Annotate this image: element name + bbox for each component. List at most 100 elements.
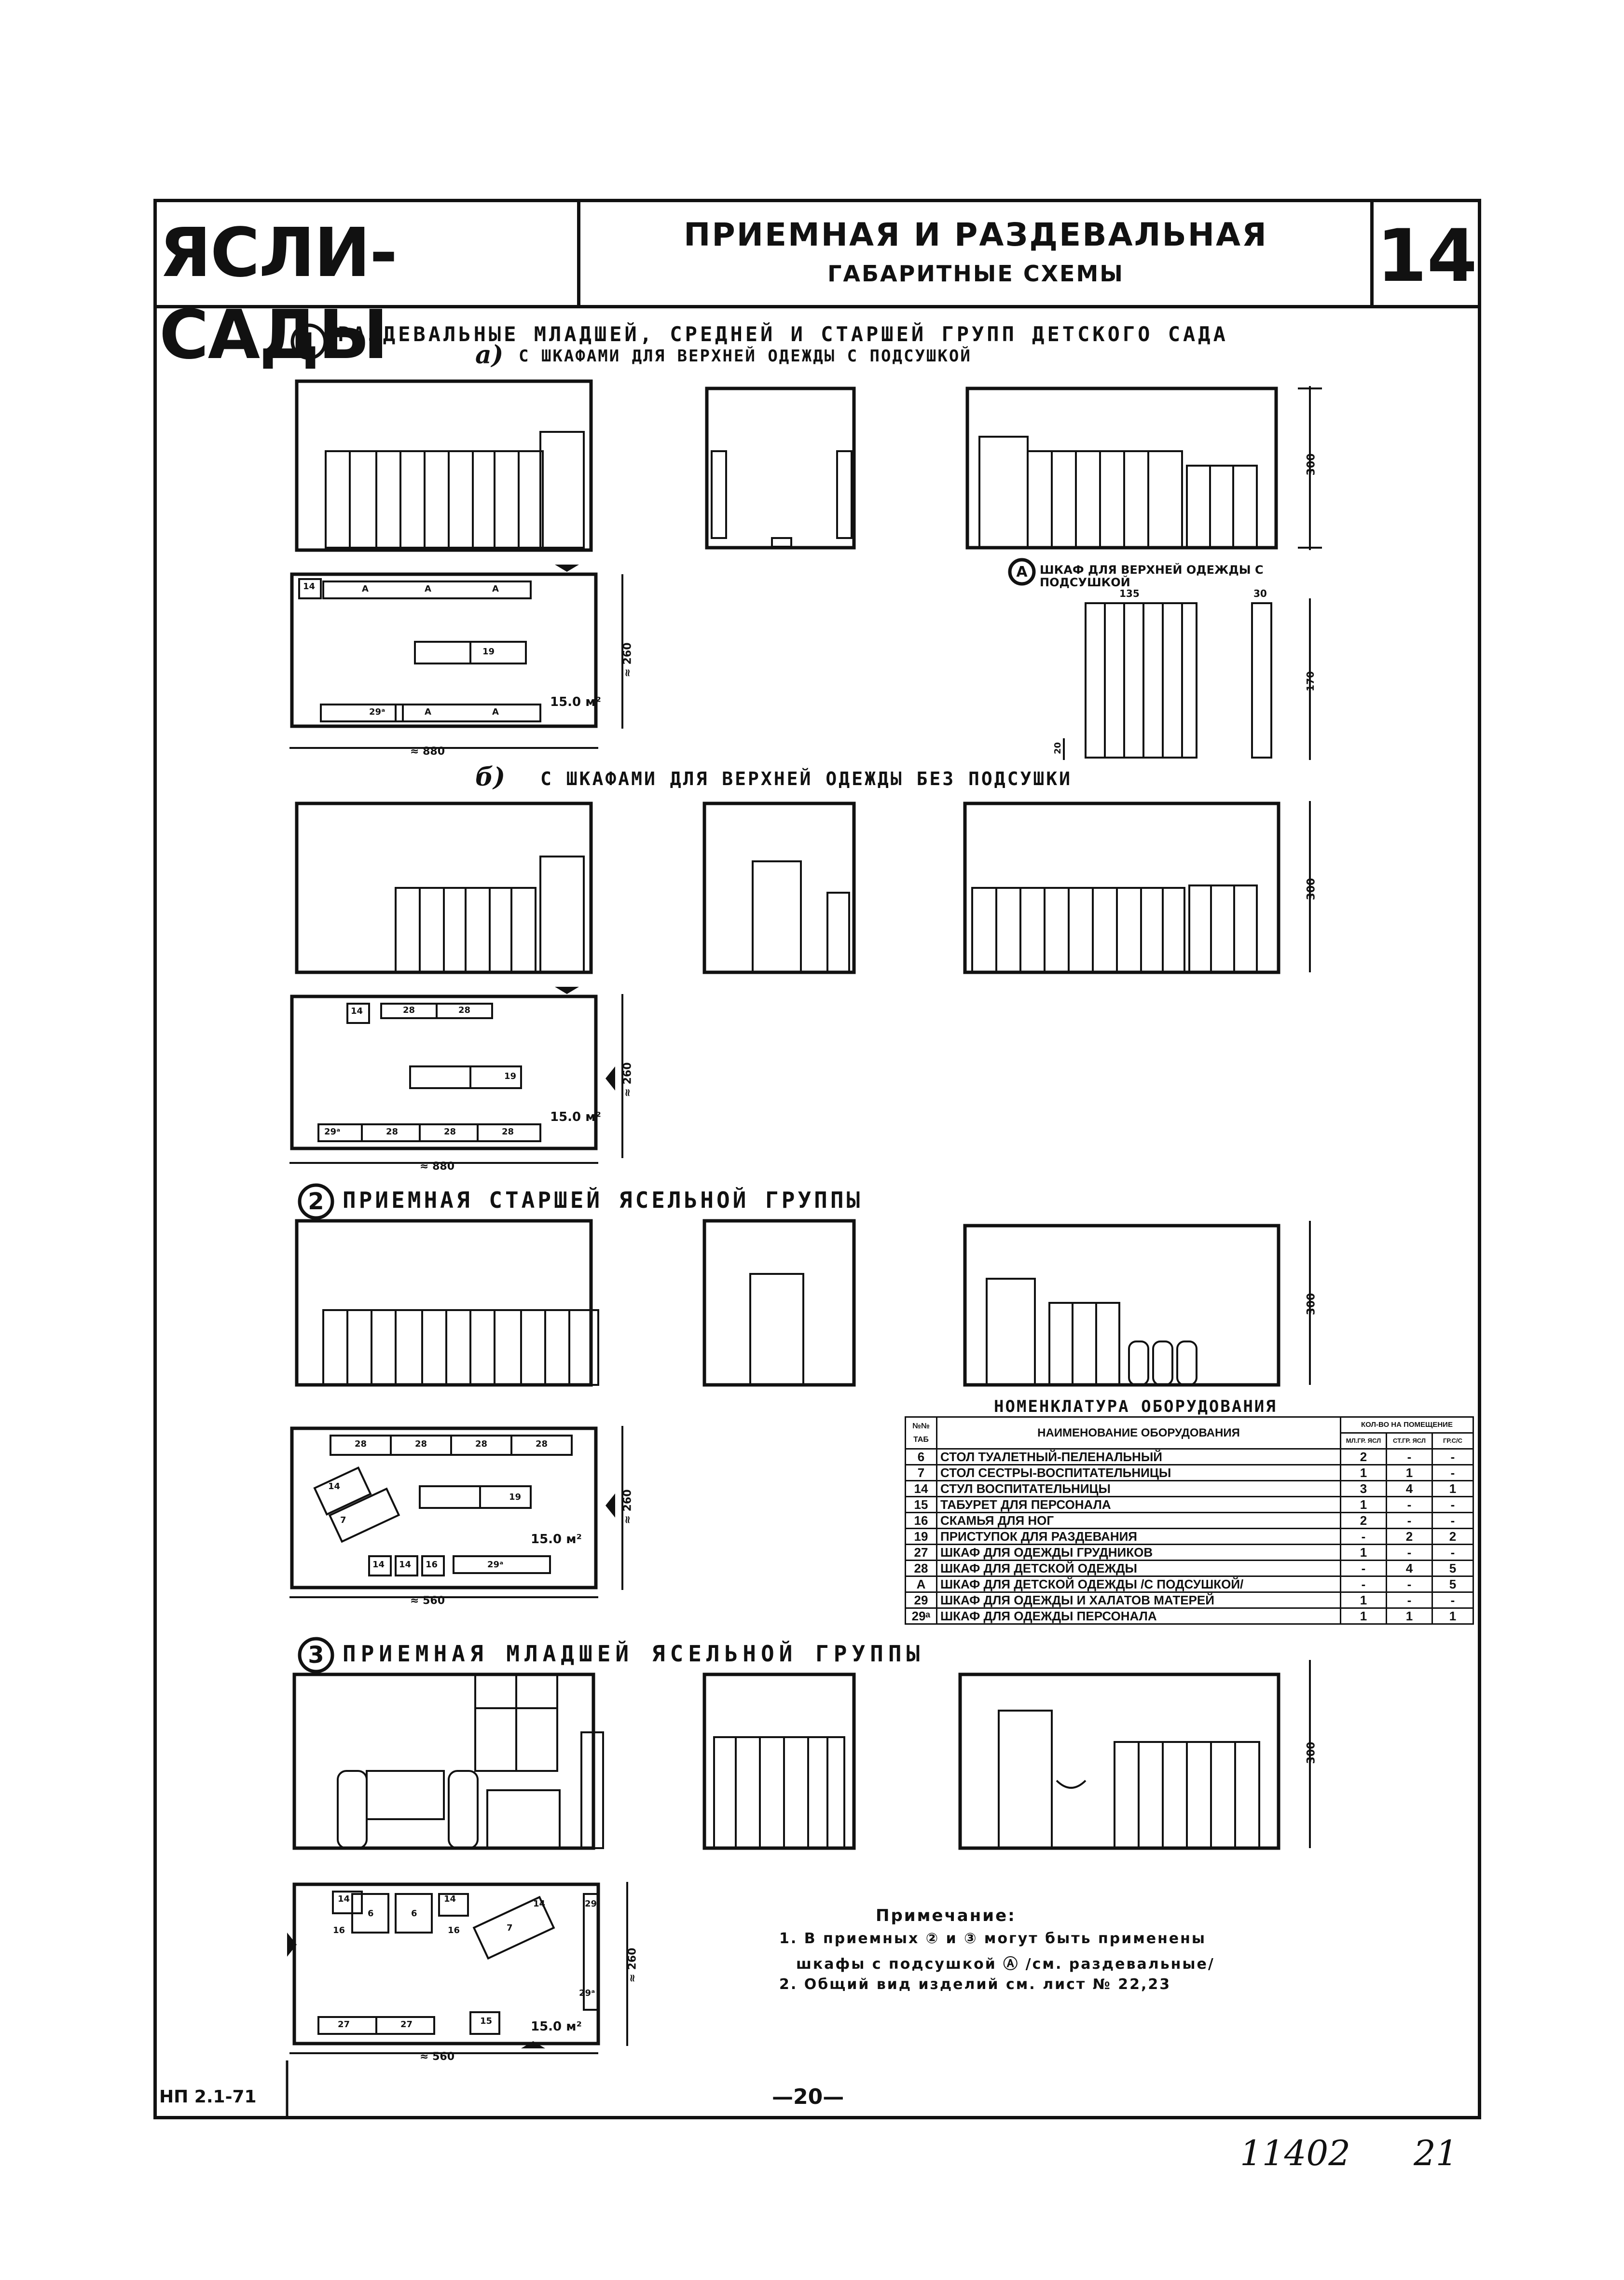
plan-tag: А: [492, 584, 499, 594]
row-qty-1: -: [1340, 1560, 1387, 1577]
plan-tag: 14: [444, 1894, 456, 1904]
row-qty-3: 5: [1431, 1560, 1474, 1577]
row-qty-1: -: [1340, 1528, 1387, 1545]
row-num: 29ᵃ: [905, 1607, 937, 1625]
plan-1a-depth: ≈ 260: [621, 642, 634, 677]
header-divider-v1: [577, 199, 580, 307]
row-num: 27: [905, 1544, 937, 1561]
col-qty-2: СТ.ГР. ЯСЛ: [1386, 1432, 1433, 1450]
plan-2-depth: ≈ 260: [621, 1489, 634, 1524]
door-marker: [521, 2041, 545, 2048]
row-qty-3: -: [1431, 1496, 1474, 1513]
row-qty-1: 1: [1340, 1544, 1387, 1561]
row-qty-2: -: [1386, 1575, 1433, 1593]
row-num: 19: [905, 1528, 937, 1545]
plan-tag: А: [425, 707, 431, 717]
plan-1b-area: 15.0 м²: [550, 1110, 601, 1124]
plan-tag: 16: [333, 1925, 345, 1935]
plan-2: [290, 1426, 598, 1589]
nomenclature-table: №№ ТАБ НАИМЕНОВАНИЕ ОБОРУДОВАНИЯ КОЛ-ВО …: [905, 1416, 1474, 1625]
row-num: 15: [905, 1496, 937, 1513]
col-qty-1: МЛ.ГР. ЯСЛ: [1340, 1432, 1387, 1450]
col-name: НАИМЕНОВАНИЕ ОБОРУДОВАНИЯ: [936, 1416, 1341, 1450]
row-name: ШКАФ ДЛЯ ОДЕЖДЫ ПЕРСОНАЛА: [936, 1607, 1341, 1625]
cabinet-a-height: 170: [1304, 671, 1316, 691]
row-qty-2: -: [1386, 1448, 1433, 1465]
plan-tag: 14: [533, 1899, 546, 1909]
elev-1a-left: [295, 379, 593, 552]
plan-2-width: ≈ 560: [410, 1595, 445, 1607]
plan-1a: [290, 572, 598, 728]
plan-tag: 14: [399, 1560, 412, 1570]
row-qty-1: 3: [1340, 1480, 1387, 1497]
elev-2-mid: [702, 1219, 856, 1387]
col-qty-3: ГР.С/С: [1431, 1432, 1474, 1450]
cabinet-a-note: ШКАФ ДЛЯ ВЕРХНЕЙ ОДЕЖДЫ С ПОДСУШКОЙ: [1040, 563, 1264, 589]
row-qty-2: -: [1386, 1591, 1433, 1609]
plan-tag: 14: [303, 581, 316, 592]
plan-tag: 14: [351, 1006, 363, 1016]
door-marker: [287, 1933, 297, 1957]
row-name: СТОЛ ТУАЛЕТНЫЙ-ПЕЛЕНАЛЬНЫЙ: [936, 1448, 1341, 1465]
plan-tag: 29ᵃ: [579, 1988, 595, 1998]
row-qty-3: -: [1431, 1591, 1474, 1609]
plan-3-depth: ≈ 260: [626, 1948, 639, 1983]
row-num: 7: [905, 1464, 937, 1481]
row-qty-1: -: [1340, 1575, 1387, 1593]
row-num: 16: [905, 1512, 937, 1529]
section-3-title: ПРИЕМНАЯ МЛАДШЕЙ ЯСЕЛЬНОЙ ГРУППЫ: [343, 1641, 925, 1667]
elev-1a-mid: [705, 387, 856, 550]
plan-tag: 27: [338, 2019, 350, 2030]
row-qty-1: 1: [1340, 1607, 1387, 1625]
plan-tag: 7: [507, 1923, 513, 1933]
plan-tag: 28: [403, 1005, 415, 1015]
plan-tag: А: [425, 584, 431, 594]
plan-tag: 19: [509, 1492, 522, 1502]
note-title: Примечание:: [876, 1906, 1016, 1925]
section-2-number: 2: [308, 1188, 324, 1215]
nomenclature-table-wrap: №№ ТАБ НАИМЕНОВАНИЕ ОБОРУДОВАНИЯ КОЛ-ВО …: [905, 1416, 1474, 1625]
plan-tag: 28: [444, 1127, 456, 1137]
cabinet-a-base: 20: [1053, 742, 1063, 755]
plan-1b: [290, 995, 598, 1150]
row-qty-2: -: [1386, 1496, 1433, 1513]
row-name: ШКАФ ДЛЯ ДЕТСКОЙ ОДЕЖДЫ /С ПОДСУШКОЙ/: [936, 1575, 1341, 1593]
plan-tag: 28: [458, 1005, 471, 1015]
row-qty-3: 2: [1431, 1528, 1474, 1545]
plan-tag: 28: [536, 1439, 548, 1449]
row-qty-2: 1: [1386, 1607, 1433, 1625]
plan-tag: 6: [411, 1908, 417, 1919]
col-qty: КОЛ-ВО НА ПОМЕЩЕНИЕ: [1340, 1416, 1474, 1434]
handwritten-number: 11402: [1240, 2133, 1351, 2173]
row-name: СТУЛ ВОСПИТАТЕЛЬНИЦЫ: [936, 1480, 1341, 1497]
elev-3-mid: [702, 1672, 856, 1850]
row-name: ТАБУРЕТ ДЛЯ ПЕРСОНАЛА: [936, 1496, 1341, 1513]
note-line-1: 1. В приемных ② и ③ могут быть применены: [779, 1930, 1207, 1947]
plan-tag: 29ᵃ: [487, 1560, 504, 1570]
plan-tag: 14: [338, 1894, 350, 1904]
note-line-3: 2. Общий вид изделий см. лист № 22,23: [779, 1976, 1171, 1993]
plan-tag: 16: [426, 1560, 438, 1570]
cabinet-a-width: 135: [1119, 588, 1140, 599]
plan-1b-depth: ≈ 260: [621, 1062, 634, 1097]
row-num: 28: [905, 1560, 937, 1577]
section-1a-title: С ШКАФАМИ ДЛЯ ВЕРХНЕЙ ОДЕЖДЫ С ПОДСУШКОЙ: [519, 346, 972, 366]
elev-3-left: [292, 1672, 595, 1850]
sheet-subtitle: ГАБАРИТНЫЕ СХЕМЫ: [827, 261, 1124, 287]
row-qty-2: 2: [1386, 1528, 1433, 1545]
cabinet-a-circle: [1008, 558, 1036, 586]
row-name: ПРИСТУПОК ДЛЯ РАЗДЕВАНИЯ: [936, 1528, 1341, 1545]
row-qty-3: -: [1431, 1512, 1474, 1529]
plan-tag: 6: [368, 1908, 374, 1919]
plan-tag: 14: [328, 1481, 341, 1492]
row-qty-3: 5: [1431, 1575, 1474, 1593]
section-3-circle: [298, 1637, 334, 1673]
row-qty-2: 1: [1386, 1464, 1433, 1481]
